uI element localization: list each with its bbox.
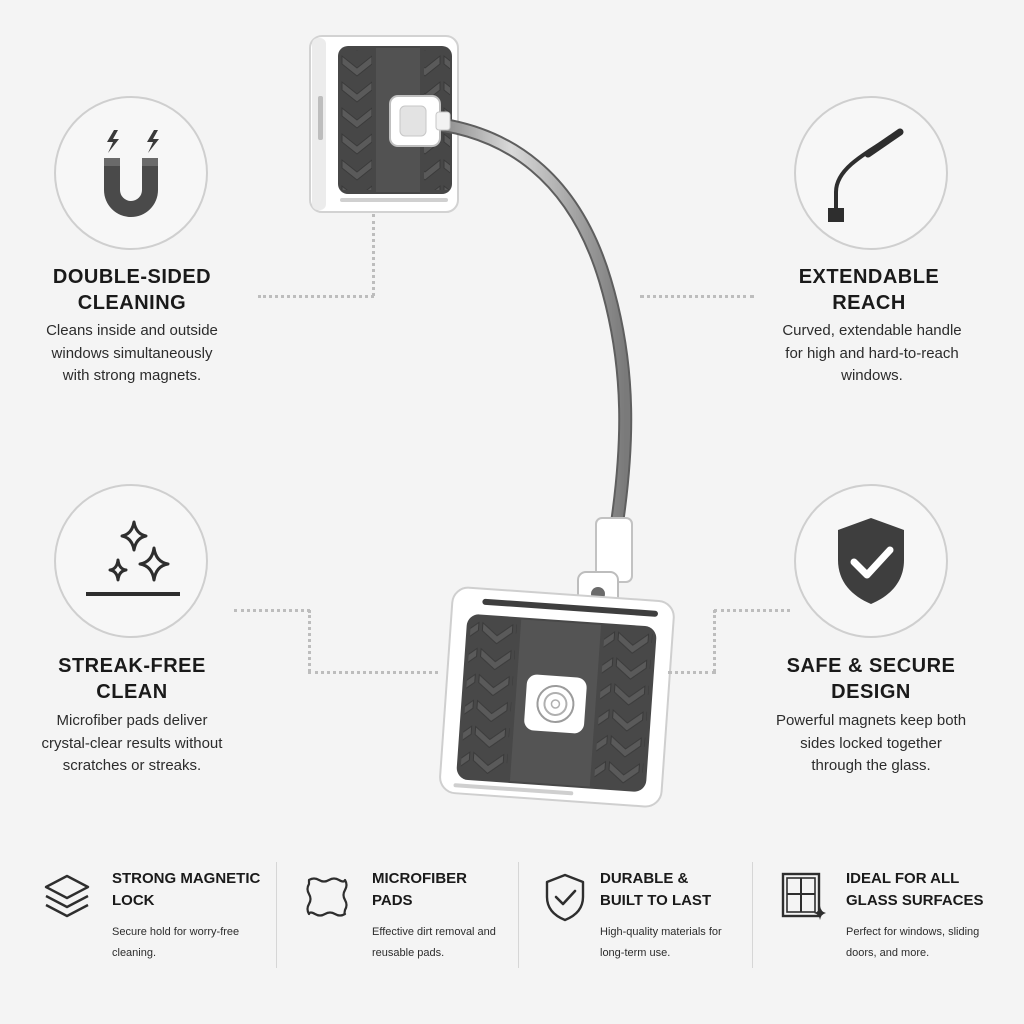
strip-magnetic-lock-description: Secure hold for worry-free cleaning.	[112, 926, 240, 959]
strip-microfiber-pads-description: Effective dirt removal and reusable pads…	[372, 926, 496, 959]
layers-icon	[44, 874, 90, 918]
curved-handle-rod	[413, 117, 631, 535]
connector-safe-secure-bottom	[668, 671, 716, 674]
strip-divider	[752, 862, 753, 968]
pad-icon	[306, 877, 348, 917]
window-cleaner-product-image	[309, 35, 675, 808]
window-icon	[781, 872, 826, 920]
strip-microfiber-pads-title: MICROFIBER PADS	[372, 870, 467, 909]
connector-streak-free-vertical	[308, 610, 311, 672]
strip-divider	[518, 862, 519, 968]
strip-glass-surfaces-title: IDEAL FOR ALL GLASS SURFACES	[846, 870, 984, 909]
strip-glass-surfaces-description: Perfect for windows, sliding doors, and …	[846, 926, 980, 959]
connector-safe-secure-vertical	[713, 610, 716, 672]
strip-item-microfiber-pads: MICROFIBER PADS Effective dirt removal a…	[300, 862, 550, 972]
strip-magnetic-lock-title: STRONG MAGNETIC LOCK	[112, 870, 261, 909]
connector-streak-free-bottom	[308, 671, 438, 674]
safe-secure-description: Powerful magnets keep both sides locked …	[775, 712, 967, 774]
shield-check-icon	[838, 518, 904, 604]
streak-free-description: Microfiber pads deliver crystal-clear re…	[41, 712, 223, 774]
streak-free-title: STREAK-FREE CLEAN	[58, 655, 206, 703]
double-sided-description: Cleans inside and outside windows simult…	[46, 322, 218, 384]
connector-double-sided-vertical	[372, 214, 375, 296]
strip-divider	[276, 862, 277, 968]
strip-item-glass-surfaces: IDEAL FOR ALL GLASS SURFACES Perfect for…	[776, 862, 1016, 972]
bottom-cleaning-pad	[439, 586, 675, 808]
extendable-title: EXTENDABLE REACH	[798, 266, 940, 314]
sparkle-icon	[86, 520, 180, 596]
strip-item-magnetic-lock: STRONG MAGNETIC LOCK Secure hold for wor…	[40, 862, 290, 972]
curved-handle-icon	[828, 128, 904, 222]
strip-durable-title: DURABLE & BUILT TO LAST	[600, 870, 712, 909]
connector-extendable	[640, 295, 754, 298]
extendable-description: Curved, extendable handle for high and h…	[782, 322, 962, 384]
streak-free-icon-circle	[54, 484, 208, 638]
double-sided-title: DOUBLE-SIDED CLEANING	[52, 266, 212, 314]
strip-durable-description: High-quality materials for long-term use…	[600, 926, 722, 959]
strip-item-durable: DURABLE & BUILT TO LAST High-quality mat…	[538, 862, 788, 972]
safe-secure-icon-circle	[794, 484, 948, 638]
magnet-icon	[104, 130, 159, 217]
top-joint	[389, 95, 451, 147]
safe-secure-title: SAFE & SECURE DESIGN	[786, 655, 956, 703]
double-sided-icon-circle	[54, 96, 208, 250]
connector-double-sided	[258, 295, 374, 298]
connector-streak-free	[234, 609, 310, 612]
extendable-icon-circle	[794, 96, 948, 250]
shield-outline-icon	[545, 873, 585, 922]
connector-safe-secure	[714, 609, 790, 612]
